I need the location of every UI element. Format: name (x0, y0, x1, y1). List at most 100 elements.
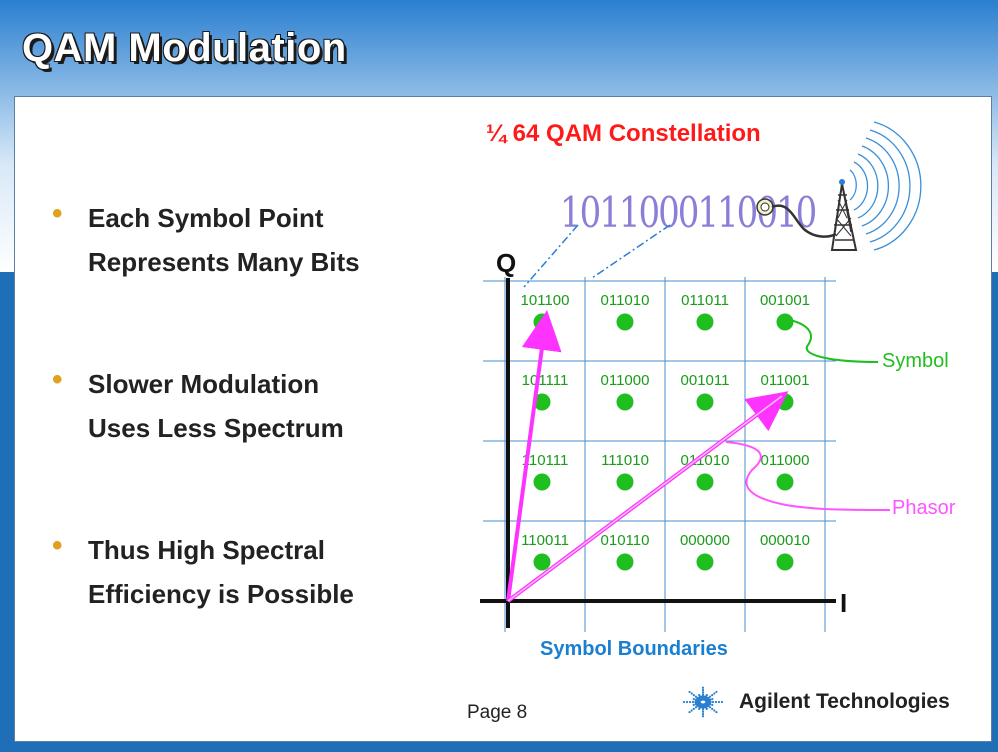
bullet-text: Slower Modulation Uses Less Spectrum (88, 362, 448, 450)
spark-dot (694, 695, 698, 698)
symbol-point (616, 393, 634, 411)
spark-dot (701, 715, 705, 718)
bullet-text: Each Symbol Point Represents Many Bits (88, 196, 448, 284)
symbol-code-label: 110111 (522, 452, 569, 469)
spark-dot (698, 693, 701, 697)
symbol-code-label: 101111 (522, 372, 569, 389)
spark-dot (692, 707, 695, 710)
spark-dot (690, 692, 693, 695)
spark-dot (685, 700, 689, 704)
spark-dot (701, 695, 705, 699)
spark-dot (688, 710, 691, 714)
agilent-spark-icon (682, 686, 724, 718)
symbol-code-label: 011010 (601, 292, 650, 309)
spark-dot (701, 708, 705, 711)
symbol-code-label: 011000 (761, 452, 810, 469)
symbol-code-label: 110011 (521, 532, 569, 549)
spark-dot (711, 694, 714, 697)
bit-leader-line (591, 224, 671, 279)
spark-dot (711, 698, 714, 701)
spark-dot (708, 706, 712, 709)
symbol-point (616, 473, 634, 491)
spark-dot (701, 712, 705, 716)
symbol-point (696, 313, 714, 331)
i-axis-label: I (840, 588, 848, 618)
phasor-arrow (506, 310, 562, 602)
bullet-line: Each Symbol Point (88, 203, 324, 233)
symbol-point (533, 393, 551, 411)
phasor-callout-line (725, 441, 891, 511)
antenna-tower-icon (830, 179, 858, 251)
symbol-code-label: 011000 (601, 372, 650, 389)
bullet-line: Uses Less Spectrum (88, 413, 344, 443)
spark-dot (720, 700, 724, 704)
spark-dot (688, 700, 692, 704)
company-logo-text: Agilent Technologies (739, 690, 950, 713)
bullet-line: Thus High Spectral (88, 535, 325, 565)
spark-dot (701, 710, 705, 713)
spark-dot (713, 692, 716, 695)
symbol-boundaries-label: Symbol Boundaries (540, 638, 728, 660)
symbol-code-label: 001011 (681, 372, 730, 389)
symbol-point (616, 553, 634, 571)
radio-waves-icon (849, 121, 922, 251)
spark-dot (715, 710, 718, 714)
symbol-cells: 101100 011010 011011 001001 101111 011000 0010… (521, 292, 810, 571)
symbol-callout-line (789, 319, 879, 363)
spark-dot (701, 686, 705, 689)
spark-dot (698, 695, 702, 699)
symbol-code-label: 101100 (521, 292, 570, 309)
bullet-dot-icon: • (52, 363, 63, 396)
symbol-point (776, 313, 794, 331)
cable-plug-icon (756, 198, 837, 238)
bit-leader-line (523, 224, 579, 288)
symbol-point (533, 313, 551, 331)
q-axis-label: Q (496, 248, 517, 278)
spark-dot (715, 690, 718, 694)
symbol-code-label: 000010 (760, 532, 810, 549)
symbol-point (696, 553, 714, 571)
spark-dot (711, 703, 714, 706)
spark-dot (705, 693, 708, 697)
symbol-point (533, 473, 551, 491)
spark-dot (713, 709, 716, 712)
spark-dot (691, 700, 695, 704)
symbol-point (616, 313, 634, 331)
bullet-dot-icon: • (52, 197, 63, 230)
spark-dot (707, 698, 712, 702)
constellation-title: ¼ 64 QAM Constellation (486, 120, 761, 147)
bullet-line: Efficiency is Possible (88, 579, 354, 609)
symbol-callout-label: Symbol (882, 350, 949, 372)
spark-dot (690, 709, 693, 712)
spark-dot (704, 705, 708, 709)
spark-dot (701, 693, 705, 696)
spark-dot (694, 706, 698, 709)
symbol-point (696, 393, 714, 411)
slide-title: QAM Modulation (22, 26, 347, 70)
bullet-line: Slower Modulation (88, 369, 320, 399)
symbol-code-label: 011011 (681, 292, 729, 309)
bullet-dot-icon: • (52, 529, 63, 562)
symbol-point (776, 473, 794, 491)
spark-dot (692, 694, 695, 697)
spark-dot (692, 703, 695, 706)
spark-dot (705, 707, 708, 711)
spark-dot (701, 688, 705, 692)
symbol-point (533, 553, 551, 571)
symbol-point (776, 553, 794, 571)
bullet-text: Thus High Spectral Efficiency is Possibl… (88, 528, 448, 616)
symbol-code-label: 001001 (760, 292, 810, 309)
symbol-code-label: 111010 (601, 452, 649, 469)
spark-dot (701, 705, 705, 709)
spark-dot (698, 707, 701, 711)
symbol-point (696, 473, 714, 491)
spark-dot (692, 698, 695, 701)
symbol-code-label: 010110 (601, 532, 650, 549)
spark-dot (714, 700, 718, 704)
spark-dot (701, 691, 705, 694)
symbol-code-label: 000000 (680, 532, 730, 549)
content-panel (14, 96, 992, 742)
phasor-callout-label: Phasor (892, 497, 956, 519)
spark-dot (682, 700, 686, 704)
